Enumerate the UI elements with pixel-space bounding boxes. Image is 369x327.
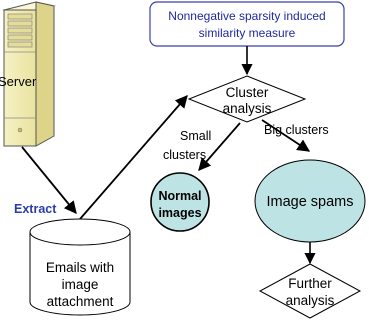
big-clusters-label: Big clusters: [264, 123, 329, 137]
cluster-to-spams-arrow: [261, 119, 311, 152]
further-analysis-line2: analysis: [286, 293, 335, 308]
emails-line3: attachment: [47, 294, 114, 309]
normal-images-line2: images: [158, 206, 201, 220]
similarity-measure-line2: similarity measure: [199, 26, 296, 40]
similarity-measure-box: Nonnegative sparsity induced similarity …: [149, 1, 345, 47]
cluster-analysis-node: Cluster analysis: [187, 75, 307, 123]
normal-images-node: Normal images: [150, 172, 210, 232]
image-spams-node: Image spams: [254, 159, 366, 243]
small-clusters-label-line1: Small: [180, 129, 211, 143]
server-drive-slots: [7, 13, 33, 48]
cluster-analysis-line1: Cluster: [226, 85, 269, 100]
further-analysis-line1: Further: [288, 276, 332, 291]
server-icon: Server: [0, 1, 56, 147]
server-to-emails-arrow: [21, 146, 77, 214]
cluster-to-normal-arrow: [198, 122, 241, 171]
normal-images-line1: Normal: [158, 189, 201, 203]
further-analysis-node: Further analysis: [258, 263, 362, 319]
server-label: Server: [0, 74, 37, 89]
similarity-measure-line1: Nonnegative sparsity induced: [168, 9, 325, 23]
emails-database-node: Emails with image attachment: [29, 218, 131, 316]
emails-line1: Emails with: [46, 260, 114, 275]
emails-line2: image: [62, 277, 99, 292]
cluster-analysis-line2: analysis: [223, 101, 272, 116]
emails-to-cluster-arrow: [79, 95, 188, 220]
extract-label: Extract: [14, 202, 57, 216]
small-clusters-label-line2: clusters: [163, 148, 206, 162]
image-spams-label: Image spams: [266, 194, 353, 210]
